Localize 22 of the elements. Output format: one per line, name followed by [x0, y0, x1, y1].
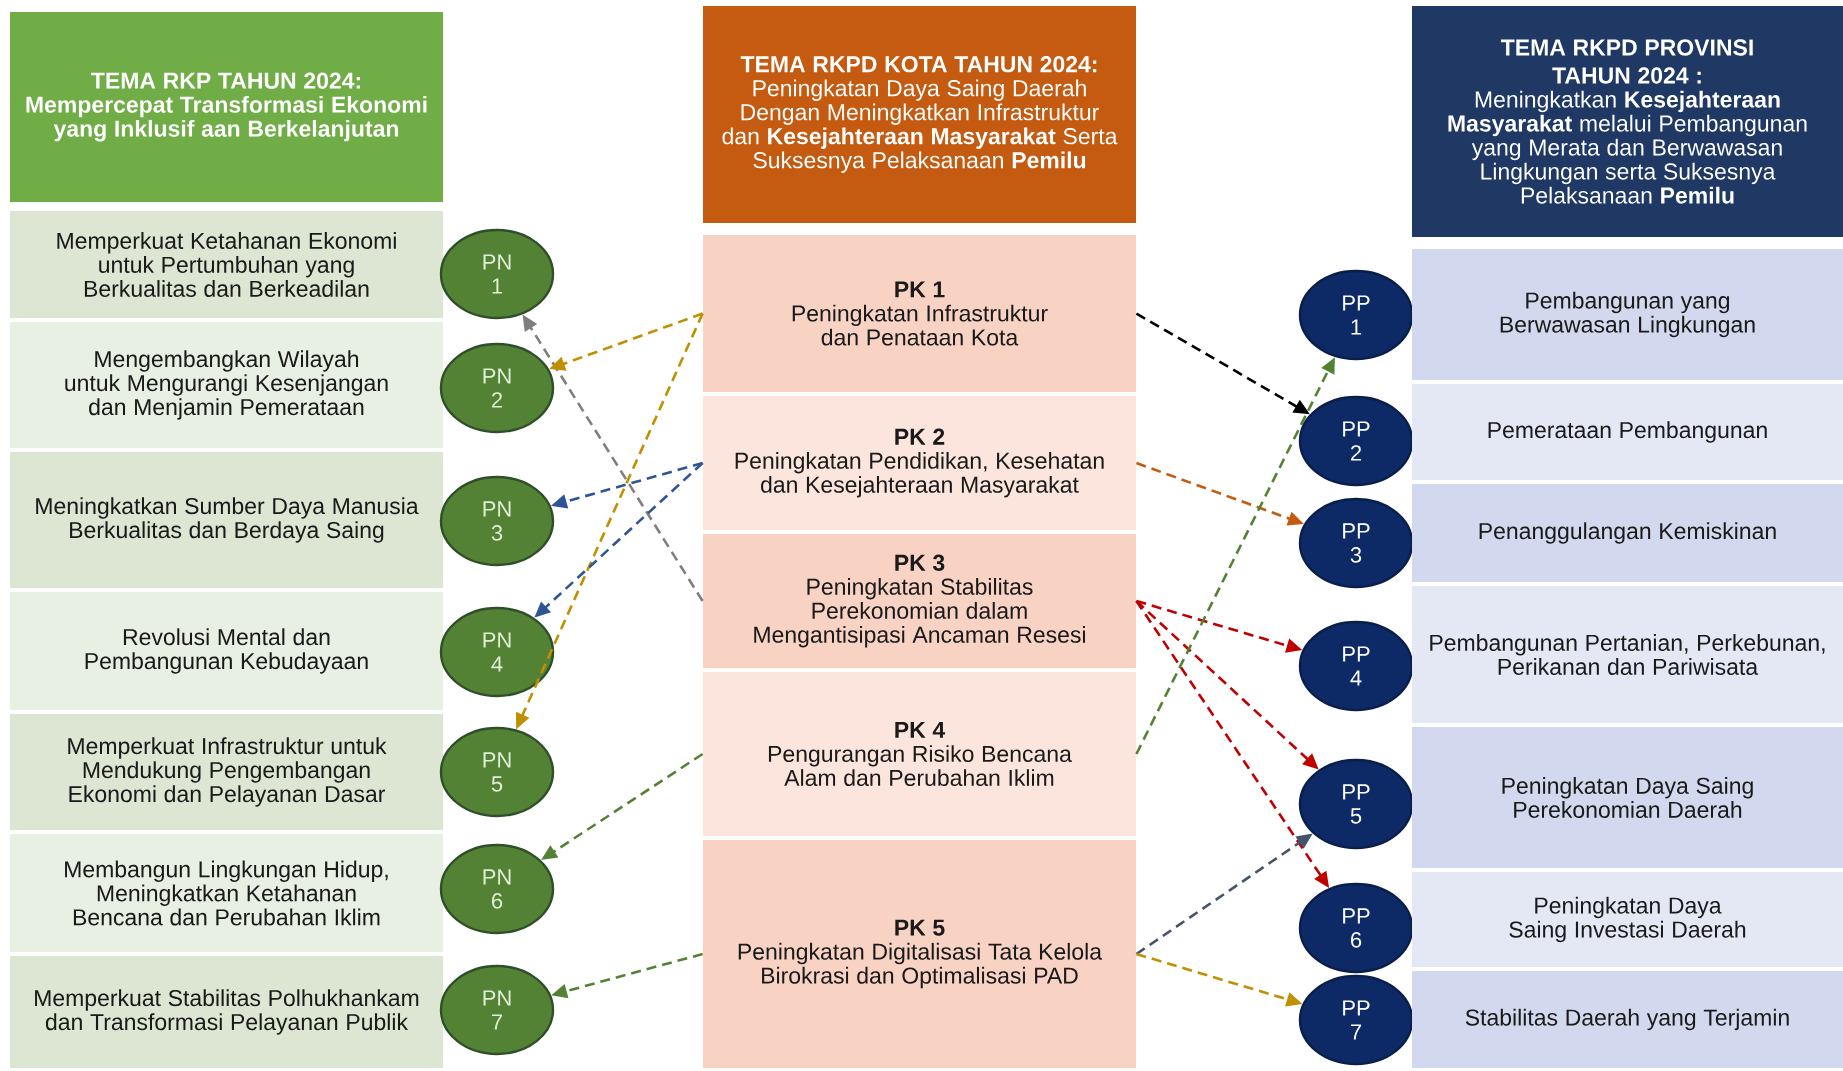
text-box: Memperkuat Infrastruktur untuk Mendukung Pengembangan Ekonomi dan Pelayanan Dasar	[10, 714, 443, 830]
priority-box: PK 3 Peningkatan Stabilitas Perekonomian dalam Mengantisipasi Ancaman Resesi	[703, 534, 1136, 668]
text-box: Pemerataan Pembangunan	[1412, 384, 1843, 480]
priority-box: PK 4 Pengurangan Risiko Bencana Alam dan Perubahan Iklim	[703, 672, 1136, 836]
theme-header-box: TEMA RKPD KOTA TAHUN 2024: Peningkatan Daya Saing Daerah Dengan Meningkatkan Infrastruktur dan Kesejahteraan Masyarakat Serta Suksesnya Pelaksanaan Pemilu	[703, 6, 1136, 223]
text-box: Memperkuat Ketahanan Ekonomi untuk Pertumbuhan yang Berkualitas dan Berkeadilan	[10, 211, 443, 318]
text-box: Penanggulangan Kemiskinan	[1412, 484, 1843, 582]
priority-box: PK 5 Peningkatan Digitalisasi Tata Kelola Birokrasi dan Optimalisasi PAD	[703, 840, 1136, 1068]
text-box: Membangun Lingkungan Hidup, Meningkatkan Ketahanan Bencana dan Perubahan Iklim	[10, 834, 443, 952]
priority-box: PK 2 Peningkatan Pendidikan, Kesehatan dan Kesejahteraan Masyarakat	[703, 396, 1136, 530]
text-box: Meningkatkan Sumber Daya Manusia Berkualitas dan Berdaya Saing	[10, 452, 443, 588]
text-box: Memperkuat Stabilitas Polhukhankam dan Transformasi Pelayanan Publik	[10, 956, 443, 1068]
theme-header-box: TEMA RKPD PROVINSI TAHUN 2024 : Meningkatkan Kesejahteraan Masyarakat melalui Pembangunan yang Merata dan Berwawasan Lingkungan serta Suksesnya Pelaksanaan Pemilu	[1412, 6, 1843, 237]
text-box: Stabilitas Daerah yang Terjamin	[1412, 971, 1843, 1068]
text-box: Mengembangkan Wilayah untuk Mengurangi Kesenjangan dan Menjamin Pemerataan	[10, 322, 443, 448]
priority-box: PK 1 Peningkatan Infrastruktur dan Penataan Kota	[703, 235, 1136, 392]
text-box: Pembangunan yang Berwawasan Lingkungan	[1412, 249, 1843, 380]
text-box: Peningkatan Daya Saing Perekonomian Daerah	[1412, 727, 1843, 868]
text-box: Revolusi Mental dan Pembangunan Kebudayaan	[10, 592, 443, 710]
theme-header-box: TEMA RKP TAHUN 2024: Mempercepat Transformasi Ekonomi yang Inklusif aan Berkelanjutan	[10, 12, 443, 202]
text-box: Peningkatan Daya Saing Investasi Daerah	[1412, 872, 1843, 967]
text-box: Pembangunan Pertanian, Perkebunan, Perikanan dan Pariwisata	[1412, 586, 1843, 723]
